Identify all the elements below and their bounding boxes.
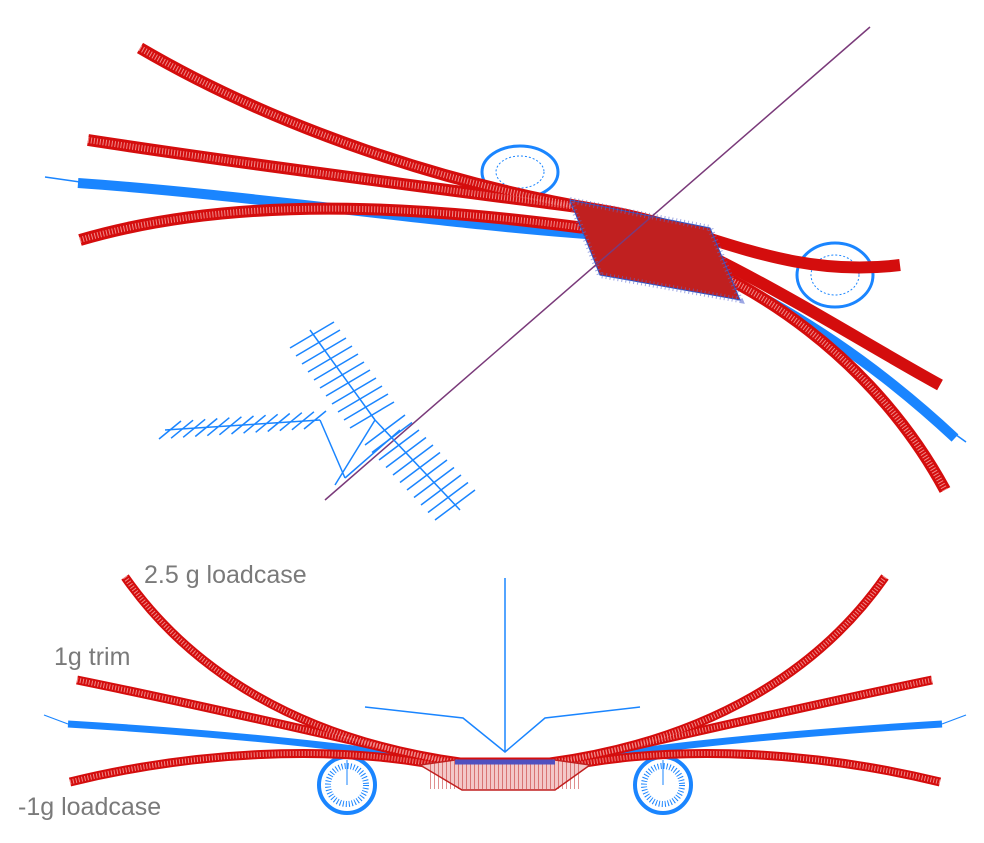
engine-left-isometric-inner: [495, 155, 545, 189]
tail-rib: [420, 474, 462, 506]
reference-axis-line: [324, 26, 871, 501]
tail-rib: [337, 385, 383, 413]
center-wingbox-mesh: [565, 195, 745, 304]
tail-rib: [371, 421, 413, 454]
tail-rib: [434, 489, 476, 521]
engine-right-isometric-inner: [810, 254, 860, 296]
tail-rib: [243, 414, 267, 434]
tail-rib: [319, 361, 365, 389]
tail-rib: [313, 353, 359, 381]
tail-rib: [279, 412, 303, 432]
engine-right-isometric: [795, 241, 875, 309]
tail-rib: [307, 345, 353, 373]
center-wingbox-isometric: [569, 199, 741, 301]
tail-rib: [331, 377, 377, 405]
engine-left-front: [317, 755, 377, 815]
front-view: [43, 574, 967, 815]
tail-rib: [206, 417, 230, 437]
label-minus-1g-loadcase: -1g loadcase: [18, 793, 162, 821]
tail-rib: [303, 410, 327, 430]
undeformed-tip-left-front: [43, 714, 69, 725]
tail-rib: [413, 466, 455, 499]
tail-rib: [194, 417, 218, 438]
tail-rib: [427, 481, 469, 514]
tail-rib: [349, 401, 395, 429]
label-2-5g-loadcase: 2.5 g loadcase: [144, 561, 307, 589]
tail-rib: [325, 369, 371, 397]
tail-rib: [158, 420, 182, 440]
tail-rib: [255, 413, 279, 433]
tail-rib: [301, 337, 347, 365]
undeformed-wing-tip-right: [951, 431, 967, 443]
tail-rib: [289, 321, 335, 349]
tail-stick-model: [158, 321, 476, 521]
wing-2-5g-isometric: [136, 42, 901, 274]
tail-rib: [406, 459, 448, 491]
undeformed-tip-right-front: [941, 714, 967, 725]
horizontal-tail: [364, 706, 641, 753]
tail-rib: [267, 412, 291, 433]
tail-rib: [182, 418, 206, 438]
undeformed-wing-tip-left: [44, 176, 81, 183]
tail-rib: [385, 436, 427, 469]
tail-rib: [231, 415, 254, 435]
tail-rib: [378, 429, 420, 461]
engine-right-front: [633, 755, 693, 815]
tail-rib: [295, 329, 341, 357]
isometric-view: [44, 26, 967, 521]
tail-rib: [364, 414, 406, 446]
tail-rib: [399, 451, 441, 484]
tail-rib: [343, 393, 389, 421]
wing-minus-1g-isometric: [78, 202, 951, 493]
tail-rib: [392, 444, 434, 476]
tail-rib: [170, 419, 194, 439]
label-1g-trim: 1g trim: [54, 643, 131, 671]
tail-rib: [291, 411, 315, 431]
tail-rib: [218, 416, 242, 436]
